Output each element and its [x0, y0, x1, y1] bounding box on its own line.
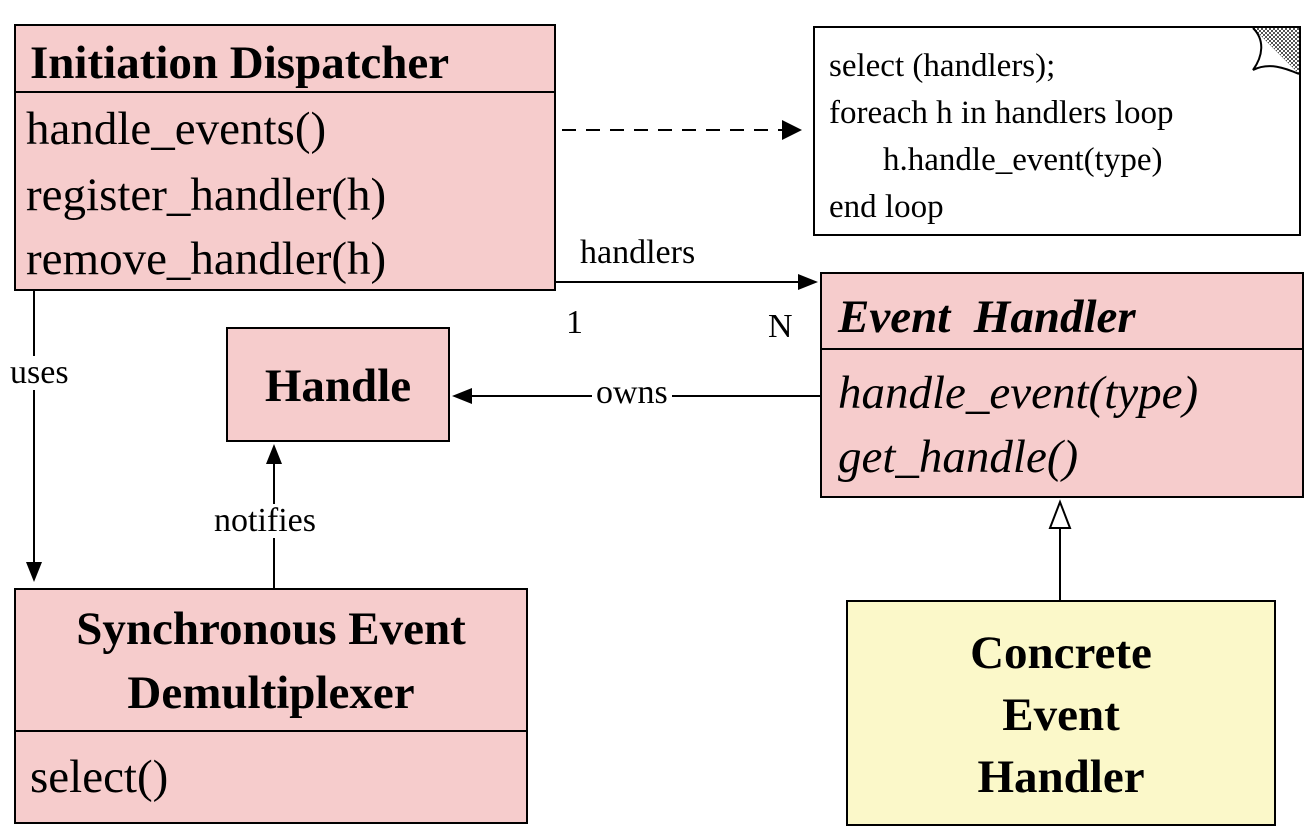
demultiplexer-title-line-1: Synchronous Event — [76, 603, 466, 655]
notifies-label: notifies — [210, 504, 320, 538]
initiation-dispatcher-title: Initiation Dispatcher — [30, 37, 450, 89]
demultiplexer-class: Synchronous Event Demultiplexer select() — [14, 588, 528, 824]
multiplicity-one: 1 — [566, 304, 583, 341]
class-divider — [16, 91, 554, 93]
concrete-title-line-1: Concrete — [970, 627, 1152, 679]
operation-get-handle: get_handle() — [838, 431, 1079, 483]
owns-label: owns — [592, 376, 672, 410]
note-folded-corner — [1252, 27, 1300, 75]
uses-dependency — [26, 290, 42, 582]
demultiplexer-title-line-2: Demultiplexer — [127, 667, 415, 719]
note-line-1: select (handlers); — [829, 48, 1056, 84]
class-divider — [16, 730, 526, 732]
pseudocode-note: select (handlers); foreach h in handlers… — [813, 26, 1301, 236]
concrete-title-line-3: Handler — [977, 751, 1145, 803]
operation-register-handler: register_handler(h) — [26, 169, 387, 221]
operation-handle-events: handle_events() — [26, 103, 327, 155]
event-handler-title: Event Handler — [838, 291, 1136, 343]
initiation-dispatcher-class: Initiation Dispatcher handle_events() re… — [14, 24, 556, 291]
handle-title: Handle — [264, 360, 412, 412]
handle-class: Handle — [226, 327, 450, 442]
note-line-2: foreach h in handlers loop — [829, 95, 1174, 131]
handlers-association — [556, 274, 818, 290]
multiplicity-many: N — [768, 308, 793, 345]
uses-label: uses — [6, 356, 73, 390]
operation-handle-event: handle_event(type) — [838, 367, 1199, 419]
class-divider — [822, 348, 1302, 350]
concrete-event-handler-class: Concrete Event Handler — [846, 600, 1276, 826]
note-line-3: h.handle_event(type) — [883, 142, 1163, 178]
note-line-4: end loop — [829, 189, 944, 225]
operation-remove-handler: remove_handler(h) — [26, 233, 387, 285]
inheritance-arrow — [1048, 499, 1072, 600]
handlers-label: handlers — [580, 234, 696, 271]
operation-select: select() — [30, 751, 169, 803]
event-handler-class: Event Handler handle_event(type) get_han… — [820, 272, 1304, 498]
concrete-title-line-2: Event — [1002, 689, 1120, 741]
